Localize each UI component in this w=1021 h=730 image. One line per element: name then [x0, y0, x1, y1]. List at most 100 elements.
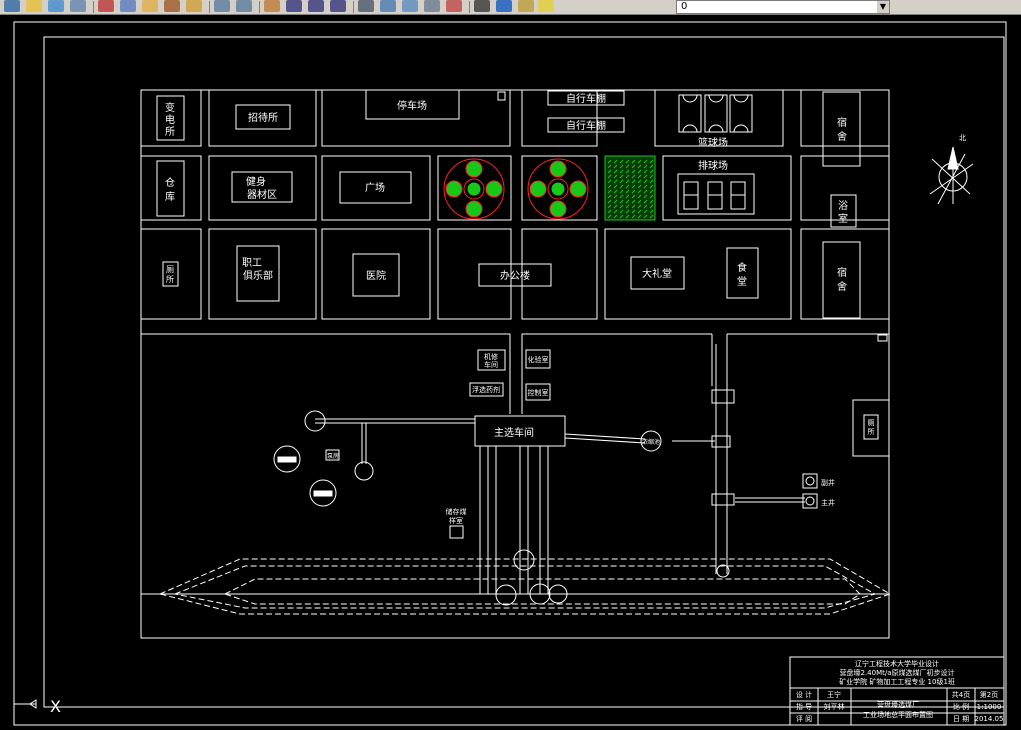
- label-tl2a: 厕: [868, 419, 875, 427]
- label-tl1a: 厕: [166, 265, 174, 274]
- building-club: [236, 245, 280, 302]
- tb-sheet: 第2页: [980, 690, 998, 699]
- conveyors: [315, 344, 805, 594]
- help-icon[interactable]: [496, 0, 512, 12]
- transfer-station-3: [711, 493, 735, 506]
- tb-scale: 1:1000: [977, 703, 1002, 711]
- sheet-set-icon[interactable]: [424, 0, 440, 12]
- north-arrow-icon: [929, 146, 974, 205]
- building-hospital: [352, 253, 400, 297]
- flower-bed-1: [443, 158, 505, 220]
- tb-scale-label: 比 例: [953, 702, 969, 711]
- match-prop-icon[interactable]: [164, 0, 180, 12]
- tb-date-label: 日 期: [953, 715, 969, 723]
- label-fitness-2: 器材区: [247, 188, 277, 201]
- toolbar-separator: [353, 1, 354, 13]
- tb-design-label: 设 计: [796, 690, 812, 699]
- building-fitness: [231, 171, 293, 203]
- building-lab: [525, 349, 551, 369]
- label-dorm1a: 宿: [837, 116, 847, 129]
- redraw-icon[interactable]: [4, 0, 20, 12]
- label-sub3: 所: [165, 126, 175, 138]
- tb-sheets: 共4页: [952, 690, 970, 699]
- label-club-2: 俱乐部: [243, 269, 273, 282]
- building-dorm-2: [822, 241, 861, 319]
- site-boundary: [140, 89, 890, 639]
- flower-bed-2: [527, 158, 589, 220]
- properties-icon[interactable]: [358, 0, 374, 12]
- tb-date: 2014.05: [975, 715, 1004, 723]
- label-bike-shed-2: 自行车棚: [566, 119, 606, 132]
- building-substation: [156, 95, 185, 141]
- label-tl2b: 所: [868, 427, 875, 436]
- toolbar-separator: [209, 1, 210, 13]
- main-shaft: [802, 493, 818, 509]
- label-bike-shed-1: 自行车棚: [566, 92, 606, 105]
- tb-advisor: 刘平林: [824, 702, 845, 711]
- label-control: 控制室: [528, 388, 549, 397]
- building-sample-room: [449, 525, 464, 539]
- brush-icon[interactable]: [186, 0, 202, 12]
- pan-icon[interactable]: [264, 0, 280, 12]
- tb-title-1: 营盘壕选煤厂: [877, 700, 919, 709]
- label-dorm2a: 宿: [837, 266, 847, 279]
- chevron-down-icon[interactable]: ▼: [877, 1, 889, 13]
- layer-state-icons[interactable]: [538, 0, 554, 12]
- label-bath1: 浴: [838, 200, 848, 212]
- paste-icon[interactable]: [142, 0, 158, 12]
- label-parking: 停车场: [397, 99, 427, 112]
- lawn-hatch: [604, 155, 656, 221]
- layer-manager-icon[interactable]: [518, 0, 534, 12]
- label-flotation: 浮选药剂: [472, 385, 500, 394]
- building-flotation: [469, 382, 504, 397]
- title-block: [789, 656, 1005, 726]
- zoom-previous-icon[interactable]: [330, 0, 346, 12]
- label-dorm1b: 舍: [837, 130, 847, 143]
- label-auditorium: 大礼堂: [642, 267, 672, 280]
- open-icon[interactable]: [26, 0, 42, 12]
- basketball-courts: [678, 94, 753, 133]
- plot-icon[interactable]: [70, 0, 86, 12]
- label-sample-1: 储存煤: [446, 507, 467, 516]
- label-repair-1: 机修: [484, 352, 498, 361]
- layer-dropdown[interactable]: 0 ▼: [676, 0, 890, 14]
- label-sample-2: 样室: [449, 516, 463, 525]
- tb-designer: 王宁: [827, 690, 841, 699]
- redo-icon[interactable]: [236, 0, 252, 12]
- markup-icon[interactable]: [446, 0, 462, 12]
- copy-icon[interactable]: [120, 0, 136, 12]
- zoom-realtime-icon[interactable]: [286, 0, 302, 12]
- building-bike-shed-1: [547, 90, 625, 106]
- label-bath2: 室: [838, 212, 848, 225]
- label-north: 北: [959, 134, 966, 142]
- cut-icon[interactable]: [98, 0, 114, 12]
- label-repair-2: 车间: [484, 360, 498, 369]
- label-tl1b: 所: [166, 274, 174, 284]
- label-square: 广场: [365, 181, 385, 194]
- label-dorm2b: 舍: [837, 280, 847, 293]
- undo-icon[interactable]: [214, 0, 230, 12]
- tb-title-2: 工业场地总平面布置图: [863, 710, 933, 719]
- tool-palette-icon[interactable]: [402, 0, 418, 12]
- label-wh2: 库: [165, 190, 175, 203]
- label-ct1: 食: [737, 261, 747, 274]
- label-main-plant: 主选车间: [494, 426, 534, 439]
- toolbar-separator: [469, 1, 470, 13]
- label-wh1: 仓: [165, 176, 175, 189]
- drawing-canvas[interactable]: 变 电 所 招待所 停车场 自行车棚 自行车棚 篮球场 宿 舍 仓 库 健身 器…: [0, 14, 1021, 730]
- label-sub1: 变: [165, 101, 175, 114]
- inner-frame: [43, 36, 1005, 708]
- design-center-icon[interactable]: [380, 0, 396, 12]
- label-aux-shaft: 副井: [821, 478, 835, 487]
- label-basketball: 篮球场: [698, 136, 728, 149]
- main-shaft-circle: [805, 496, 815, 506]
- zoom-window-icon[interactable]: [308, 0, 324, 12]
- label-fitness-1: 健身: [246, 175, 266, 188]
- tb-line1: 辽宁工程技术大学毕业设计: [855, 659, 939, 668]
- building-parking: [365, 89, 460, 120]
- label-volleyball: 排球场: [698, 159, 728, 172]
- save-icon[interactable]: [48, 0, 64, 12]
- calculator-icon[interactable]: [474, 0, 490, 12]
- label-ct2: 堂: [737, 276, 747, 288]
- label-main-shaft: 主井: [821, 498, 835, 507]
